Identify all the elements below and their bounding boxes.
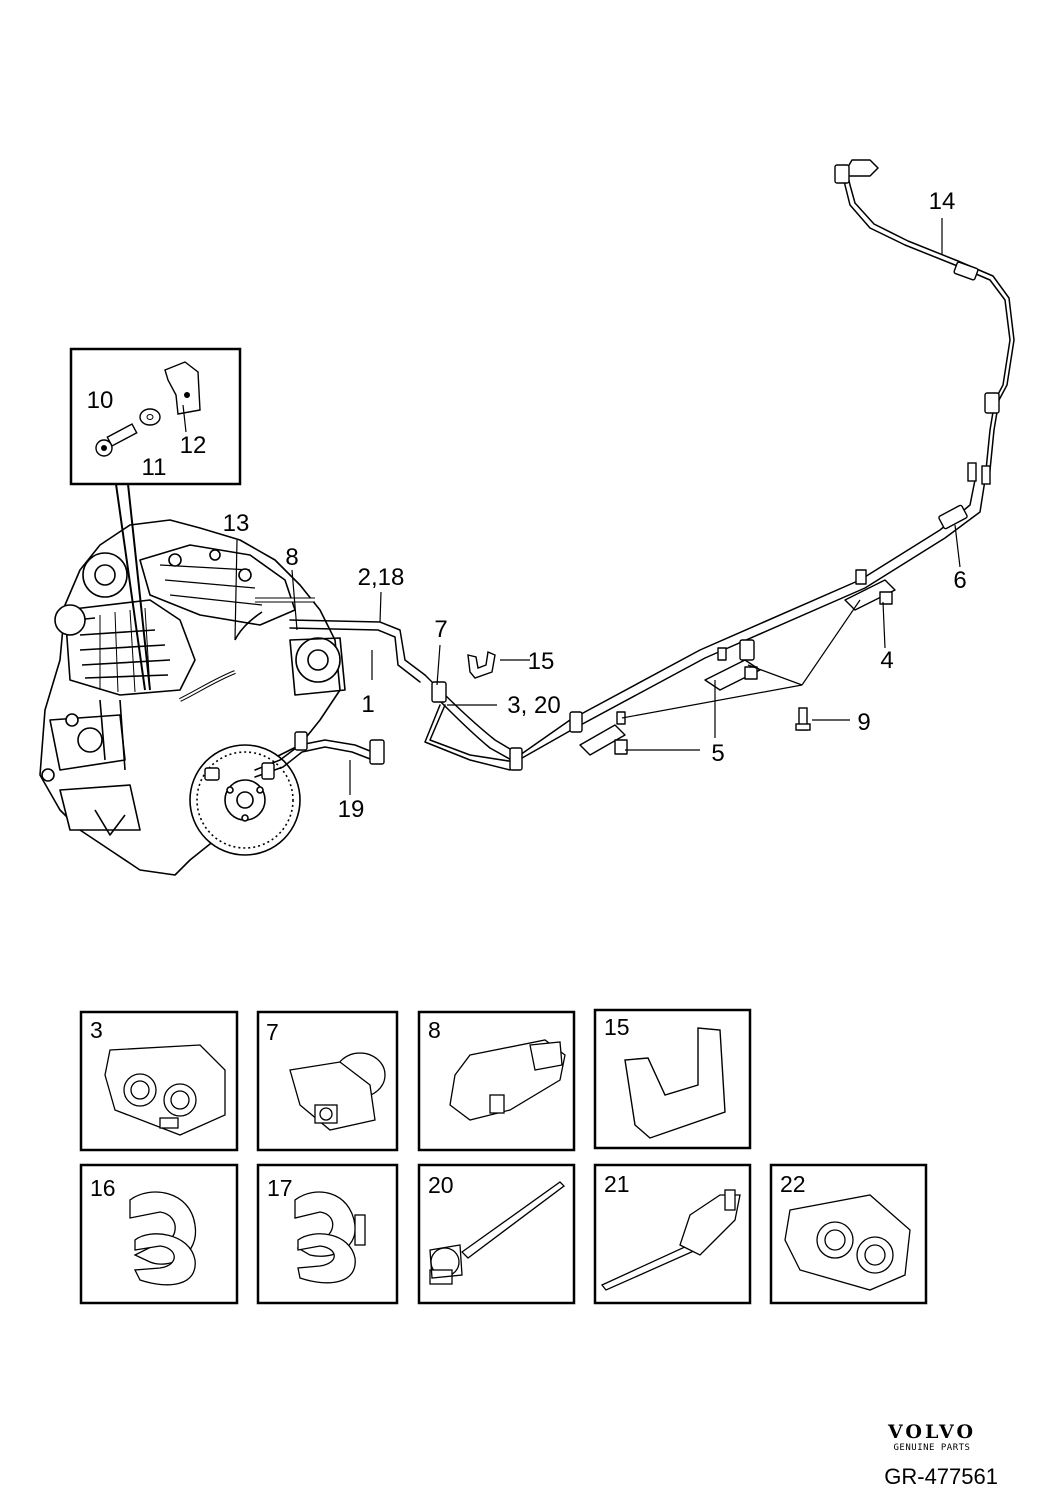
tile-21: 21 xyxy=(593,1163,752,1305)
inset-callout-line-2 xyxy=(127,483,151,691)
inset-callout-line xyxy=(115,483,146,691)
fuel-lines xyxy=(254,159,1015,778)
brand-logo: VOLVO GENUINE PARTS xyxy=(872,1422,992,1454)
callout-7: 7 xyxy=(434,616,447,643)
tile-8: 8 xyxy=(417,1010,576,1152)
tile-17: 17 xyxy=(256,1163,399,1305)
leader-lines xyxy=(234,218,961,795)
tile-label: 16 xyxy=(90,1175,116,1201)
tile-22: 22 xyxy=(769,1163,928,1305)
callout-14: 14 xyxy=(929,188,956,215)
tile-3: 3 xyxy=(79,1010,239,1152)
bolt-9-illustration xyxy=(795,707,811,731)
tile-label: 20 xyxy=(428,1172,454,1198)
tile-label: 21 xyxy=(604,1171,630,1197)
callout-13: 13 xyxy=(223,510,250,537)
callout-8: 8 xyxy=(285,544,298,571)
callout-9: 9 xyxy=(857,709,870,736)
tile-7: 7 xyxy=(256,1010,399,1152)
clip-15-small-illustration xyxy=(467,651,496,679)
callout-12: 12 xyxy=(180,432,207,459)
tile-15: 15 xyxy=(593,1008,752,1150)
tile-label: 15 xyxy=(604,1014,630,1040)
tile-label: 8 xyxy=(428,1017,441,1043)
brand-name: VOLVO xyxy=(887,1421,977,1443)
callout-1: 1 xyxy=(361,691,374,718)
engine-illustration xyxy=(39,519,346,876)
mounting-brackets xyxy=(579,569,896,756)
tile-label: 3 xyxy=(90,1017,103,1043)
tile-20: 20 xyxy=(417,1163,576,1305)
reference-number: GR-477561 xyxy=(884,1464,998,1489)
tile-label: 22 xyxy=(780,1171,806,1197)
callout-15: 15 xyxy=(528,648,555,675)
brand-subtitle: GENUINE PARTS xyxy=(893,1443,971,1453)
tile-label: 7 xyxy=(266,1019,279,1045)
callout-4: 4 xyxy=(880,647,893,674)
callout-10: 10 xyxy=(87,387,114,414)
callout-2-18: 2,18 xyxy=(358,564,405,591)
callout-5: 5 xyxy=(711,740,724,767)
inset-detail-box xyxy=(69,347,242,486)
callout-11: 11 xyxy=(142,454,167,481)
callout-6: 6 xyxy=(953,567,966,594)
callout-19: 19 xyxy=(338,796,365,823)
callout-3-20: 3, 20 xyxy=(507,692,560,719)
tile-label: 17 xyxy=(267,1175,293,1201)
clips-and-fittings xyxy=(204,164,1000,781)
tile-16: 16 xyxy=(79,1163,239,1305)
